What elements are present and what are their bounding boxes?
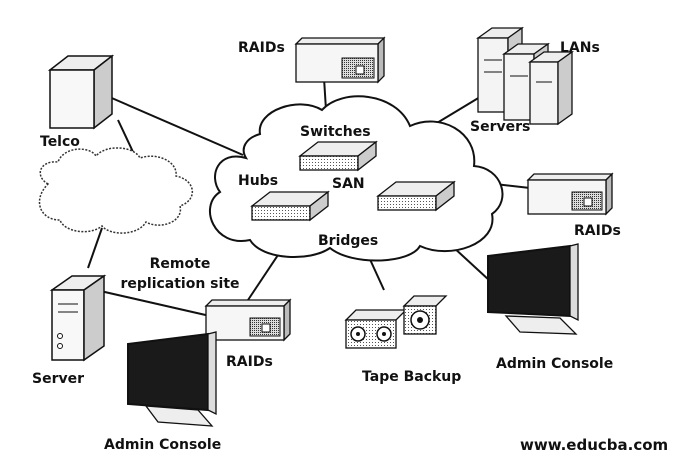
label-server: Server: [32, 371, 85, 387]
servers-rack-icon: [475, 26, 575, 126]
line-server-raid-bottom: [95, 289, 211, 317]
label-raids-top: RAIDs: [238, 40, 285, 56]
label-switches: Switches: [300, 124, 371, 140]
label-admin-console-right: Admin Console: [496, 356, 614, 372]
watermark: www.educba.com: [520, 436, 669, 454]
telco-building-icon: [47, 54, 115, 130]
tape-backup-icon: [344, 295, 448, 349]
line-cloud-raid-bottom: [247, 251, 281, 301]
admin-console-right-icon: [487, 243, 579, 335]
label-admin-console-left: Admin Console: [104, 437, 222, 453]
line-raid-top-cloud: [323, 77, 327, 111]
label-servers: Servers: [470, 119, 531, 135]
raid-top-icon: [294, 36, 386, 84]
remote-replication-cloud: [38, 147, 193, 234]
line-remote-cloud-server: [87, 227, 103, 269]
label-telco: Telco: [40, 134, 80, 150]
switch-device-icon: [298, 140, 378, 172]
san-switch-icon: [376, 180, 456, 212]
label-hubs: Hubs: [238, 173, 279, 189]
label-tape-backup: Tape Backup: [362, 369, 462, 385]
label-san: SAN: [332, 176, 365, 192]
label-remote-line2: replication site: [120, 276, 240, 292]
admin-console-left-icon: [127, 331, 217, 427]
label-lans: LANs: [560, 40, 600, 56]
label-raids-bottom: RAIDs: [226, 354, 273, 370]
raid-right-icon: [526, 172, 614, 216]
line-telco-remote-cloud: [117, 119, 135, 155]
label-remote-line1: Remote: [149, 256, 211, 272]
hub-device-icon: [250, 190, 330, 222]
label-bridges: Bridges: [318, 233, 379, 249]
server-tower-icon: [49, 274, 107, 362]
raid-bottom-icon: [204, 298, 292, 342]
label-raids-right: RAIDs: [574, 223, 621, 239]
